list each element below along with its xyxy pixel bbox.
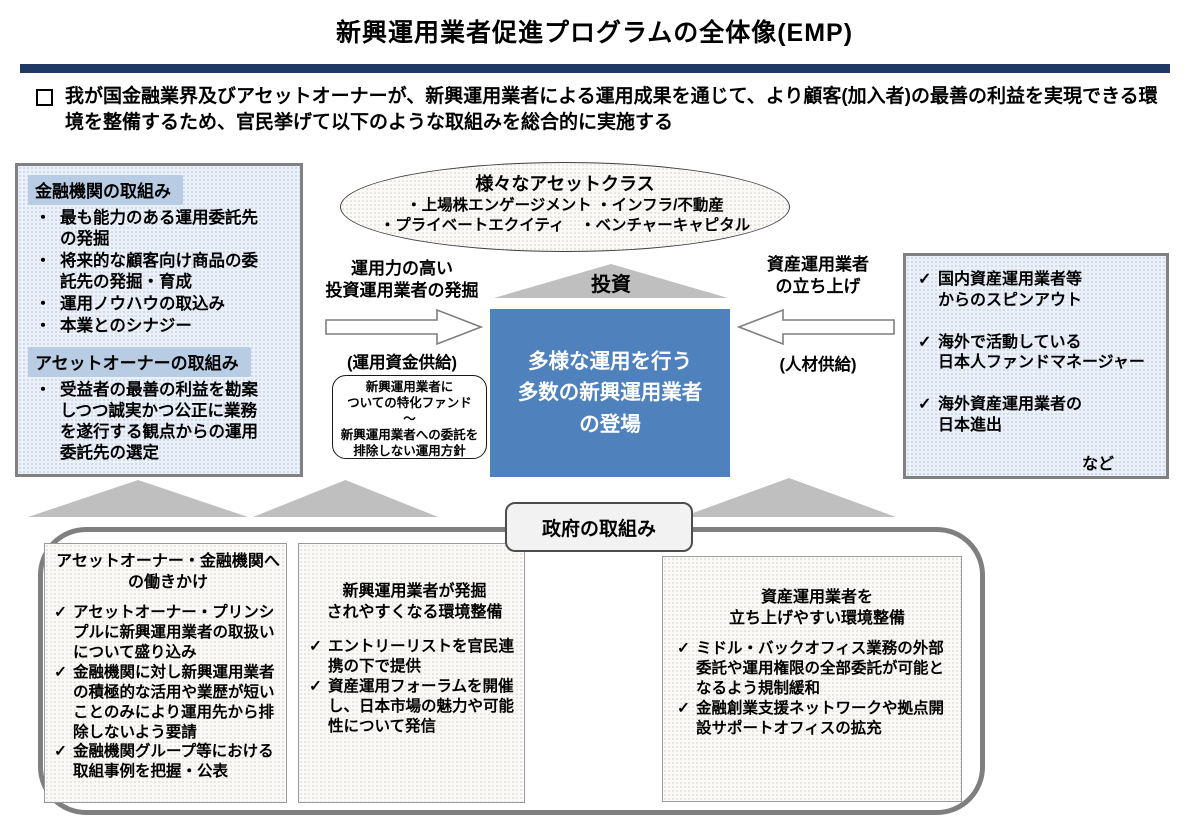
finance-item-text: 最も能力のある運用委託先の発掘: [60, 209, 258, 248]
list-item: ✓ エントリーリストを官民連携の下で提供: [309, 637, 520, 677]
asset-owner-item-text: 受益者の最善の利益を勘案しつつ誠実かつ公正に業務を遂行する観点からの運用委託先の…: [60, 380, 258, 462]
left-arrow-icon: [737, 307, 895, 347]
list-item: ✓ 海外で活動している 日本人ファンドマネージャー: [918, 333, 1160, 375]
gov-item-text: 資産運用フォーラムを開催し、日本市場の魅力や可能性について発信: [328, 677, 515, 735]
list-item: ✓ 金融機関に対し新興運用業者の積極的な活用や業歴が短いことのみにより運用先から…: [54, 663, 282, 743]
startup-flow-label: 資産運用業者 の立ち上げ: [767, 255, 869, 296]
check-icon: ✓: [54, 663, 67, 681]
talent-supply-label: (人材供給): [779, 356, 857, 374]
talent-item-text: 海外で活動している 日本人ファンドマネージャー: [938, 333, 1145, 372]
talent-item-text: 国内資産運用業者等 からのスピンアウト: [938, 271, 1083, 309]
gov-item-text: エントリーリストを官民連携の下で提供: [328, 637, 515, 675]
square-bullet-icon: [36, 89, 53, 106]
gov-item-text: 金融機関グループ等における取組事例を把握・公表: [73, 743, 274, 781]
fund-supply-label: (運用資金供給): [347, 354, 457, 372]
financial-institutions-box: 金融機関の取組み ・ 最も能力のある運用委託先の発掘 ・ 将来的な顧客向け商品の…: [15, 163, 303, 477]
government-label: 政府の取組み: [505, 502, 693, 552]
finance-item-text: 将来的な顧客向け商品の委託先の発掘・育成: [60, 251, 258, 291]
list-item: ✓ 海外資産運用業者の 日本進出: [918, 395, 1160, 437]
bullet-icon: ・: [34, 209, 52, 227]
gov-item-text: 金融機関に対し新興運用業者の積極的な活用や業歴が短いことのみにより運用先から排除…: [73, 663, 275, 741]
ellipse-row: ・プライベートエクイティ ・ベンチャーキャピタル: [379, 217, 751, 235]
list-item: ・ 最も能力のある運用委託先の発掘: [26, 208, 292, 250]
gov-item-text: ミドル・バックオフィス業務の外部委託や運用権限の全部委託が可能となるよう規制緩和: [696, 639, 945, 697]
gov-up-triangle-icon: [682, 478, 896, 517]
list-item: ✓ ミドル・バックオフィス業務の外部委託や運用権限の全部委託が可能となるよう規制…: [677, 639, 957, 699]
check-icon: ✓: [918, 396, 932, 414]
bullet-icon: ・: [34, 251, 52, 270]
asset-owner-section-header: アセットオーナーの取組み: [28, 346, 251, 377]
check-icon: ✓: [918, 333, 932, 351]
invest-label: 投資: [591, 274, 631, 296]
check-icon: ✓: [54, 603, 67, 621]
emerging-managers-box: 多様な運用を行う 多数の新興運用業者 の登場: [490, 309, 730, 477]
list-item: ・ 受益者の最善の利益を勘案しつつ誠実かつ公正に業務を遂行する観点からの運用委託…: [26, 380, 292, 464]
list-item: ✓ 国内資産運用業者等 からのスピンアウト: [918, 270, 1160, 312]
check-icon: ✓: [309, 637, 322, 655]
ellipse-row: ・上場株エンゲージメント ・インフラ/不動産: [406, 197, 724, 214]
fund-policy-note: 新興運用業者に ついての特化ファンド ～ 新興運用業者への委託を 排除しない運用…: [332, 375, 487, 459]
list-item: ・ 将来的な顧客向け商品の委託先の発掘・育成: [26, 251, 292, 293]
gov-box-outreach: アセットオーナー・金融機関へ の働きかけ ✓ アセットオーナー・プリンシプルに新…: [44, 543, 287, 803]
list-item: ✓ アセットオーナー・プリンシプルに新興運用業者の取扱いについて盛り込み: [54, 603, 282, 663]
asset-class-ellipse: 様々なアセットクラス ・上場株エンゲージメント ・インフラ/不動産 ・プライベー…: [340, 162, 790, 252]
bullet-icon: ・: [34, 316, 52, 335]
gov-box-startup: 資産運用業者を 立ち上げやすい環境整備 ✓ ミドル・バックオフィス業務の外部委託…: [662, 556, 962, 802]
ellipse-title: 様々なアセットクラス: [475, 174, 655, 194]
gov-box-title: 新興運用業者が発掘 されやすくなる環境整備: [326, 583, 503, 621]
list-item: ・ 運用ノウハウの取込み: [26, 294, 292, 315]
etc-label: など: [1081, 455, 1114, 473]
check-icon: ✓: [309, 677, 322, 695]
check-icon: ✓: [918, 271, 932, 288]
right-arrow-icon: [325, 307, 483, 347]
bullet-icon: ・: [34, 380, 52, 399]
talent-item-text: 海外資産運用業者の 日本進出: [938, 396, 1083, 434]
list-item: ✓ 資産運用フォーラムを開催し、日本市場の魅力や可能性について発信: [309, 677, 520, 737]
check-icon: ✓: [677, 639, 690, 657]
talent-sources-box: ✓ 国内資産運用業者等 からのスピンアウト ✓ 海外で活動している 日本人ファン…: [903, 253, 1169, 479]
list-item: ✓ 金融創業支援ネットワークや拠点開設サポートオフィスの拡充: [677, 699, 957, 739]
gov-item-text: アセットオーナー・プリンシプルに新興運用業者の取扱いについて盛り込み: [73, 603, 275, 661]
bullet-icon: ・: [34, 294, 52, 313]
intro-text: 我が国金融業界及びアセットオーナーが、新興運用業者による運用成果を通じて、より顧…: [65, 86, 1158, 134]
intro-section: 我が国金融業界及びアセットオーナーが、新興運用業者による運用成果を通じて、より顧…: [36, 84, 1162, 136]
finance-section-header: 金融機関の取組み: [28, 175, 183, 205]
gov-item-text: 金融創業支援ネットワークや拠点開設サポートオフィスの拡充: [696, 699, 945, 737]
gov-box-title: 資産運用業者を 立ち上げやすい環境整備: [728, 589, 905, 627]
page-title: 新興運用業者促進プログラムの全体像(EMP): [335, 19, 854, 47]
gov-box-discovery: 新興運用業者が発掘 されやすくなる環境整備 ✓ エントリーリストを官民連携の下で…: [298, 543, 525, 803]
check-icon: ✓: [54, 743, 67, 761]
discovery-flow-label: 運用力の高い 投資運用業者の発掘: [325, 259, 479, 300]
gov-up-triangle-icon: [253, 480, 438, 517]
list-item: ✓ 金融機関グループ等における取組事例を把握・公表: [54, 742, 282, 782]
gov-up-triangle-icon: [28, 480, 248, 517]
check-icon: ✓: [677, 699, 690, 717]
list-item: ・ 本業とのシナジー: [26, 316, 292, 337]
gov-box-title: アセットオーナー・金融機関へ の働きかけ: [56, 553, 280, 591]
title-divider: [20, 64, 1170, 73]
finance-item-text: 運用ノウハウの取込み: [60, 294, 225, 313]
finance-item-text: 本業とのシナジー: [60, 316, 192, 335]
